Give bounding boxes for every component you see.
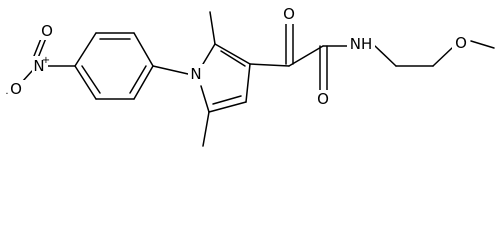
atom-h-amide: H (361, 35, 372, 53)
side-chain-bonds (249, 19, 495, 93)
atom-n-pyrrole: N (190, 65, 201, 83)
atom-n-nitro: N (33, 57, 44, 75)
pyrrole-bond-c5-n (200, 85, 210, 113)
bond-nh-ch2 (374, 45, 397, 67)
nitro-o-radical-dot: · (5, 89, 8, 100)
atom-o-ketone: O (283, 5, 295, 23)
molecule-diagram: N O O NH O N + O O · (5, 5, 495, 147)
pyrrole-ring (200, 43, 251, 113)
benzene-bond-6 (74, 65, 97, 100)
bond-c3-carbonyl (249, 63, 290, 67)
bond-aryl-n-pyrrole (152, 65, 189, 75)
pyrrole-bond-n-c2 (202, 43, 216, 65)
atom-o-amide: O (317, 90, 329, 108)
benzene-ring (74, 32, 154, 100)
methyl-bottom (202, 111, 210, 147)
methyl-top (209, 11, 216, 45)
benzene-inner-bond-2 (129, 65, 147, 94)
bond-n-o-top-2 (37, 37, 47, 59)
pyrrole-inner-c4-c5 (212, 95, 242, 105)
pyrrole-bond-c4-c5 (208, 101, 247, 113)
atom-o-nitro-left: O (10, 80, 22, 98)
benzene-bond-1 (74, 32, 97, 67)
benzene-bond-4 (133, 65, 154, 100)
atom-labels: N O O NH O N + O O · (5, 5, 470, 108)
pyrrole-inner-c2-c3 (220, 50, 246, 67)
atom-o-nitro-top: O (41, 22, 53, 40)
bond-carbonyl-carbonyl (288, 45, 324, 67)
benzene-inner-bond-3 (81, 65, 101, 94)
bond-ch2-o (432, 47, 453, 67)
pyrrole-bond-c2-c3 (214, 43, 251, 65)
structure-drawing: N O O NH O N + O O · (5, 5, 495, 147)
benzene-bond-3 (133, 32, 154, 67)
nitro-n-positive-charge: + (42, 55, 50, 66)
atom-n-amide: N (350, 35, 361, 53)
atom-nh-amide: NH (350, 35, 373, 53)
atom-o-ether: O (455, 34, 467, 52)
bond-o-methyl (470, 40, 495, 49)
pyrrole-bond-c3-c4 (245, 63, 251, 103)
